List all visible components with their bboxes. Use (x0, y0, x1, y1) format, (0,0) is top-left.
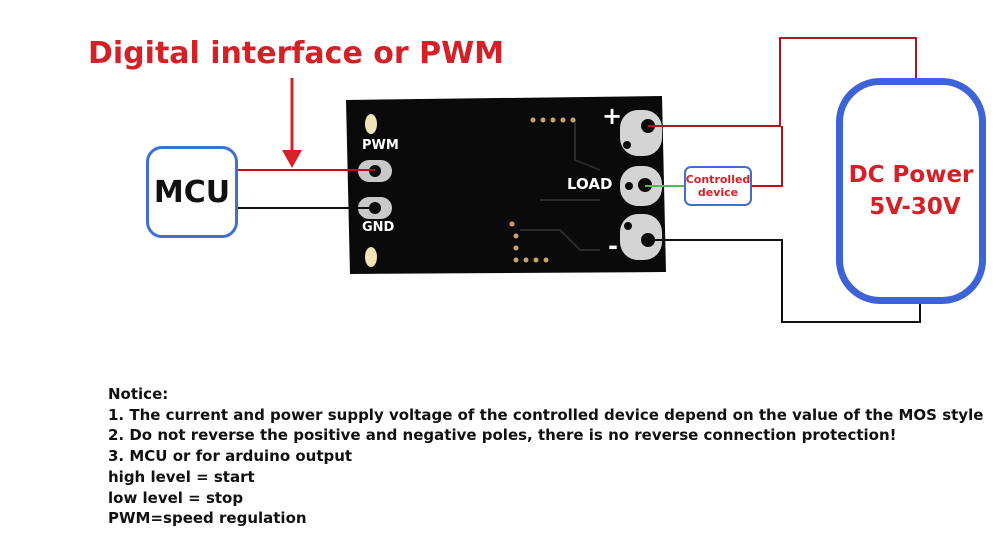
minus-label: - (608, 232, 618, 260)
load-label: LOAD (567, 175, 613, 193)
wiring-svg (238, 37, 921, 323)
notice-line: low level = stop (108, 488, 244, 507)
pwm-arrow (282, 78, 302, 168)
notice-heading: Notice: (108, 385, 169, 403)
notice-line: 3. MCU or for arduino output (108, 447, 353, 466)
plus-pad (620, 110, 662, 156)
notice-line: 2. Do not reverse the positive and negat… (108, 426, 897, 445)
plus-label: + (602, 102, 623, 130)
diagram-title: Digital interface or PWM (88, 36, 505, 71)
mount-hole-bottom (365, 247, 377, 267)
dc-power-label: DC Power (848, 162, 974, 188)
controlled-device-line1: Controlled (685, 173, 751, 186)
notice-line: PWM=speed regulation (108, 509, 307, 528)
wires (238, 37, 921, 323)
dc-power-box: DC Power 5V-30V (836, 78, 986, 304)
wire-minus-dc (648, 239, 921, 323)
mount-hole-top (365, 114, 377, 134)
mcu-box: MCU (146, 146, 238, 238)
vias (509, 117, 576, 263)
notice-line: 1. The current and power supply voltage … (108, 405, 984, 424)
notice-line: high level = start (108, 467, 255, 486)
minus-pad (620, 214, 662, 260)
controlled-device-box: Controlled device (684, 166, 752, 206)
gnd-label: GND (362, 220, 395, 235)
wire-plus-dc (648, 37, 917, 127)
controlled-device-line2: device (697, 186, 739, 199)
dc-power-voltage: 5V-30V (869, 194, 961, 220)
wire-controlled-dc (752, 126, 783, 187)
pwm-label: PWM (362, 138, 399, 153)
wiring-diagram: Digital interface or PWM MCU PWM GND LOA… (88, 36, 986, 323)
notice-block: Notice: 1. The current and power supply … (108, 384, 983, 529)
mcu-label: MCU (153, 174, 231, 210)
